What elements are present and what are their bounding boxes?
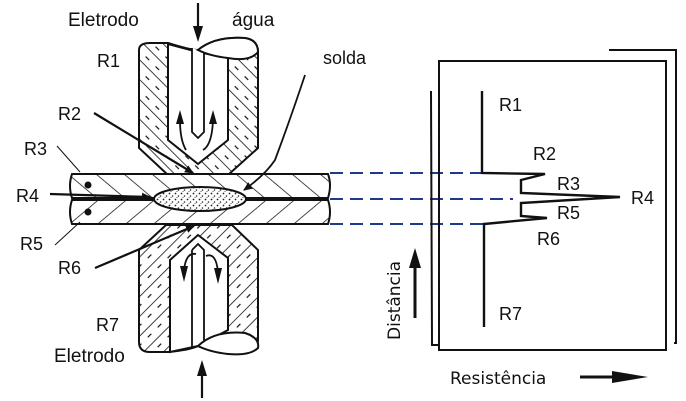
- schematic-label-r5: R5: [20, 234, 43, 254]
- top-electrode: [138, 36, 260, 176]
- profile-label-r1: R1: [499, 95, 522, 115]
- bottom-electrode-label: Eletrodo: [54, 346, 125, 367]
- profile-label-r5: R5: [557, 203, 580, 223]
- y-axis-label: Distância: [385, 261, 405, 340]
- arrow-up-icon: [409, 248, 421, 318]
- flow-arrow-icon: [176, 110, 217, 151]
- water-label: água: [232, 10, 275, 31]
- resistance-profile-frame: [430, 49, 677, 351]
- projection-lines: [330, 172, 513, 225]
- x-axis-label: Resistência: [450, 369, 546, 389]
- schematic-label-r1: R1: [97, 51, 120, 71]
- profile-label-r2: R2: [533, 144, 556, 164]
- arrow-right-icon: [580, 371, 648, 383]
- profile-label-r6: R6: [537, 229, 560, 249]
- arrow-up-icon: [197, 360, 207, 398]
- schematic-label-r7: R7: [96, 315, 119, 335]
- profile-label-r3: R3: [557, 174, 580, 194]
- profile-label-r4: R4: [631, 188, 654, 208]
- flow-arrow-icon: [180, 252, 222, 284]
- schematic-label-r6: R6: [58, 258, 81, 278]
- schematic-label-r4: R4: [16, 186, 39, 206]
- profile-label-r7: R7: [499, 304, 522, 324]
- leader-lines: [49, 74, 306, 270]
- arrow-down-icon: [193, 3, 203, 42]
- top-electrode-label: Eletrodo: [68, 10, 139, 31]
- schematic-label-r3: R3: [24, 139, 47, 159]
- schematic-label-r2: R2: [58, 104, 81, 124]
- weld-label: solda: [323, 48, 367, 68]
- bottom-electrode: [138, 224, 260, 356]
- resistance-profile-curve: [480, 91, 621, 327]
- weld-nugget: [153, 186, 247, 212]
